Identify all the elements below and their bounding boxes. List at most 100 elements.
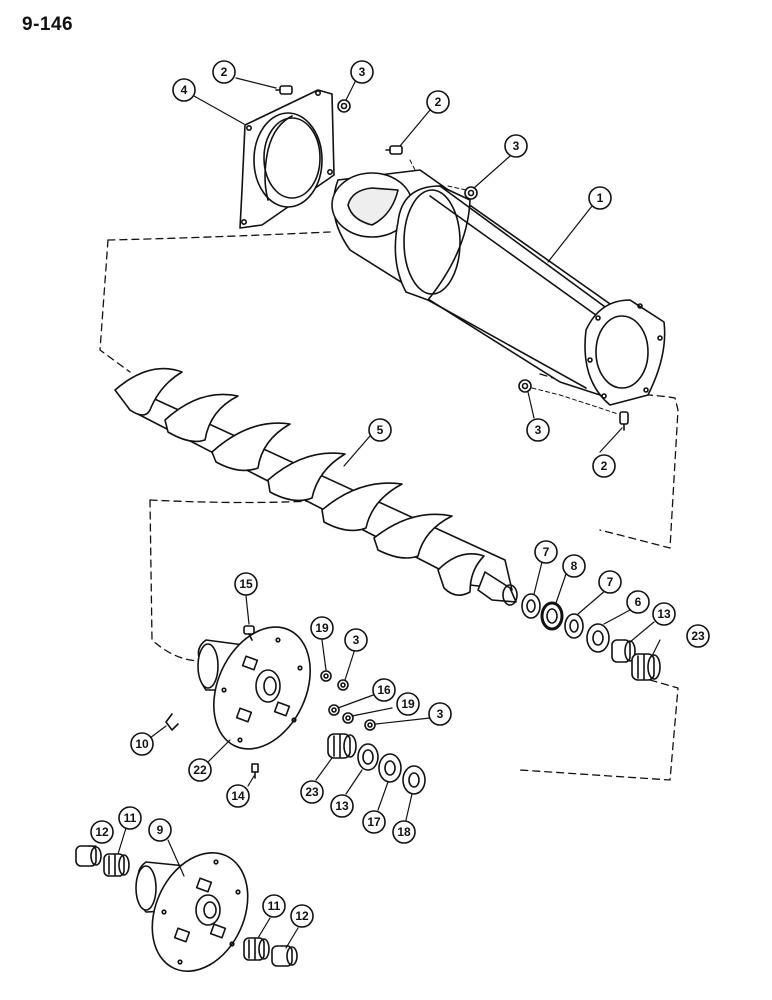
svg-text:15: 15 [239,577,253,591]
nut-3-middle [337,679,349,691]
clip-10 [165,713,179,731]
needle-bearing-23-left [327,733,357,759]
idler-hub-plate [135,852,249,972]
dashed-outline-upper-top [107,231,331,241]
svg-text:2: 2 [221,65,228,79]
callout-23-right: 23 [686,624,710,648]
nut-16 [328,704,340,716]
nut-19-left [320,670,332,682]
svg-text:19: 19 [315,621,329,635]
auger-flighting [114,367,518,606]
callout-3-top-right: 3 [504,134,528,158]
svg-text:7: 7 [607,575,614,589]
nut-3-lower [364,719,376,731]
callout-14: 14 [226,784,250,808]
nut-tube-end [518,379,532,393]
svg-text:23: 23 [305,785,319,799]
callout-12-left: 12 [90,820,114,844]
bearing-12-right [271,945,298,967]
callout-11-left: 11 [118,806,142,830]
washer-17 [378,753,402,783]
svg-text:19: 19 [401,697,415,711]
callout-23-left: 23 [300,780,324,804]
callout-13-right: 13 [652,602,676,626]
auger-tube [331,169,666,406]
callout-19-left: 19 [310,616,334,640]
callout-15: 15 [234,572,258,596]
svg-text:1: 1 [597,191,604,205]
svg-text:9: 9 [157,823,164,837]
svg-text:12: 12 [295,909,309,923]
grease-fitting-14 [251,763,259,779]
svg-text:3: 3 [535,423,542,437]
callout-7-left: 7 [534,540,558,564]
callout-10: 10 [130,732,154,756]
callout-1: 1 [588,186,612,210]
flange-plate [239,89,335,229]
svg-text:2: 2 [435,95,442,109]
callout-7-right: 7 [598,570,622,594]
nut-19-right [342,712,354,724]
svg-text:11: 11 [268,899,281,913]
callout-2-top-left: 2 [212,60,236,84]
svg-text:8: 8 [571,559,578,573]
drive-hub-plate [197,626,311,750]
callout-3-middle: 3 [344,628,368,652]
callout-2-top-middle: 2 [426,90,450,114]
svg-text:12: 12 [95,825,109,839]
washer-18 [402,765,426,795]
svg-text:11: 11 [124,811,137,825]
seal-8 [540,601,564,631]
callout-3-lower: 3 [428,702,452,726]
nut-top [337,99,351,113]
washer-7-left [521,593,541,619]
leader-lines [87,77,661,949]
svg-text:16: 16 [377,683,391,697]
callout-12-right: 12 [290,904,314,928]
callout-17: 17 [362,810,386,834]
callout-5: 5 [368,418,392,442]
svg-text:5: 5 [377,423,384,437]
svg-text:10: 10 [135,737,149,751]
svg-text:6: 6 [635,595,642,609]
bearing-cup-13-right [611,639,636,663]
callout-19-right: 19 [396,692,420,716]
bolt-top-left [275,85,293,95]
svg-text:17: 17 [367,815,381,829]
callout-6: 6 [626,590,650,614]
callout-8: 8 [562,554,586,578]
callout-4: 4 [172,78,196,102]
needle-bearing-23-right [631,653,661,681]
svg-text:14: 14 [231,789,245,803]
svg-text:4: 4 [181,83,188,97]
svg-text:3: 3 [359,65,366,79]
needle-bearing-11-right [243,937,270,961]
washer-6 [586,623,610,653]
callout-18: 18 [392,820,416,844]
svg-text:7: 7 [543,545,550,559]
callout-22: 22 [188,758,212,782]
dashed-outline-upper [99,239,679,549]
washer-7-right [564,613,584,639]
bolt-tube-end [619,411,629,431]
svg-text:3: 3 [353,633,360,647]
bolt-15 [243,625,255,641]
nut-top-right [464,186,478,200]
svg-text:13: 13 [335,799,349,813]
svg-text:2: 2 [601,459,608,473]
callout-16: 16 [372,678,396,702]
callout-9: 9 [148,818,172,842]
svg-text:18: 18 [397,825,411,839]
bolt-top-middle [385,145,403,155]
callout-11-right: 11 [262,894,286,918]
page-number-label: 9-146 [22,14,74,35]
bearing-12-left [75,845,102,867]
callout-2-tube-end: 2 [592,454,616,478]
callout-3-tube-end: 3 [526,418,550,442]
callout-13-left: 13 [330,794,354,818]
bearing-cup-13-left [357,743,379,771]
needle-bearing-11-left [103,853,130,877]
svg-text:23: 23 [691,629,705,643]
callout-3-top: 3 [350,60,374,84]
